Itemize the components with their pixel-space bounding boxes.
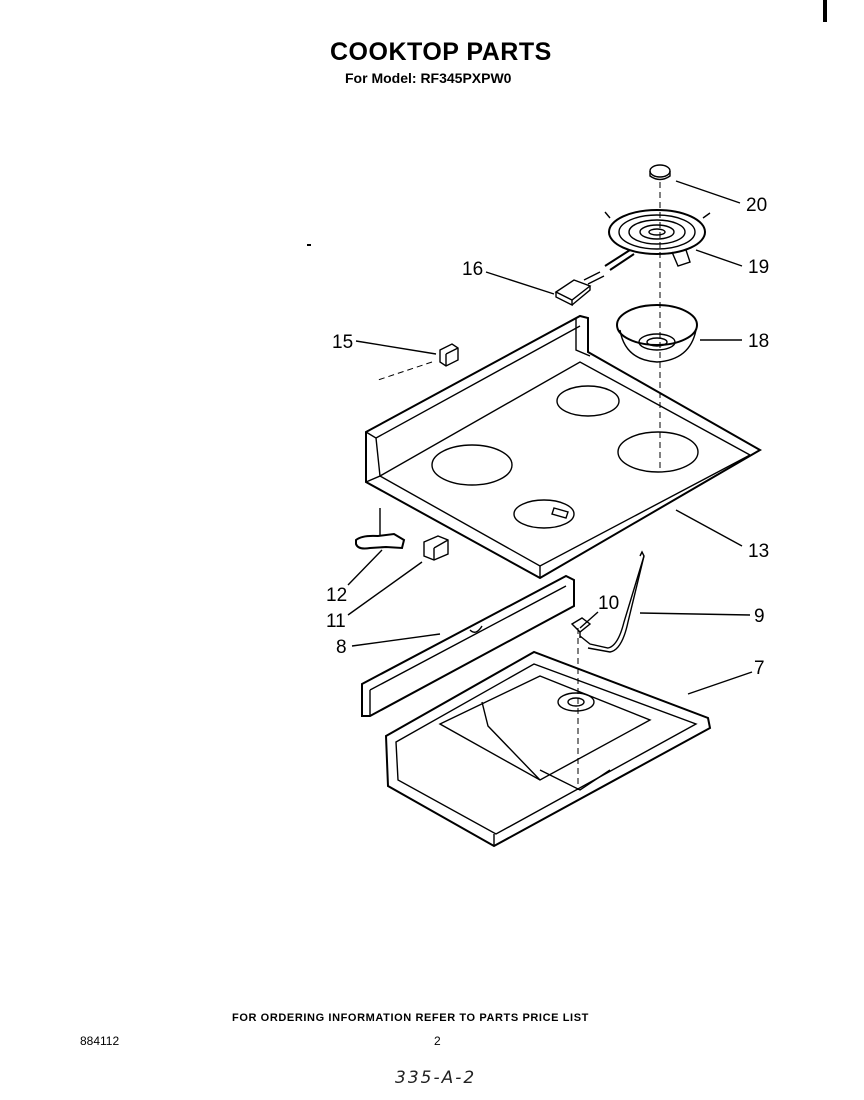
page-number: 2 [434, 1034, 441, 1048]
part-9-rod [579, 550, 645, 653]
callout-7: 7 [754, 658, 765, 679]
part-7-burner-box [384, 650, 712, 848]
page-title: COOKTOP PARTS [330, 38, 552, 66]
callout-13: 13 [748, 541, 769, 562]
part-15-clip [439, 343, 459, 367]
part-18-drip-bowl [616, 304, 698, 363]
alignment-line-clip-15 [377, 361, 433, 381]
model-subtitle: For Model: RF345PXPW0 [345, 70, 511, 86]
document-number: 884112 [80, 1034, 120, 1048]
part-19-surface-element [604, 209, 711, 271]
page-edge-mark [823, 0, 827, 22]
leader-lines [347, 180, 753, 695]
callout-9: 9 [754, 606, 765, 627]
part-13-cooktop [365, 314, 763, 580]
part-12-spacer [355, 508, 406, 550]
part-10-clip [570, 617, 592, 638]
model-number: RF345PXPW0 [420, 70, 512, 86]
part-16-receptacle [554, 271, 605, 307]
ordering-note: FOR ORDERING INFORMATION REFER TO PARTS … [232, 1012, 589, 1024]
callout-15: 15 [332, 332, 353, 353]
stray-mark [307, 244, 311, 246]
part-8-rear-trim [361, 574, 575, 717]
callout-11: 11 [326, 611, 346, 632]
callout-8: 8 [336, 637, 347, 658]
model-label: For Model: [345, 70, 417, 86]
handwritten-code: 335-A-2 [395, 1068, 477, 1088]
part-11-block [423, 535, 449, 561]
callout-18: 18 [748, 331, 769, 352]
callout-19: 19 [748, 257, 769, 278]
callout-10: 10 [598, 593, 619, 614]
callout-20: 20 [746, 195, 767, 216]
callout-16: 16 [462, 259, 483, 280]
part-20-cap [649, 164, 671, 181]
callout-12: 12 [326, 585, 347, 606]
